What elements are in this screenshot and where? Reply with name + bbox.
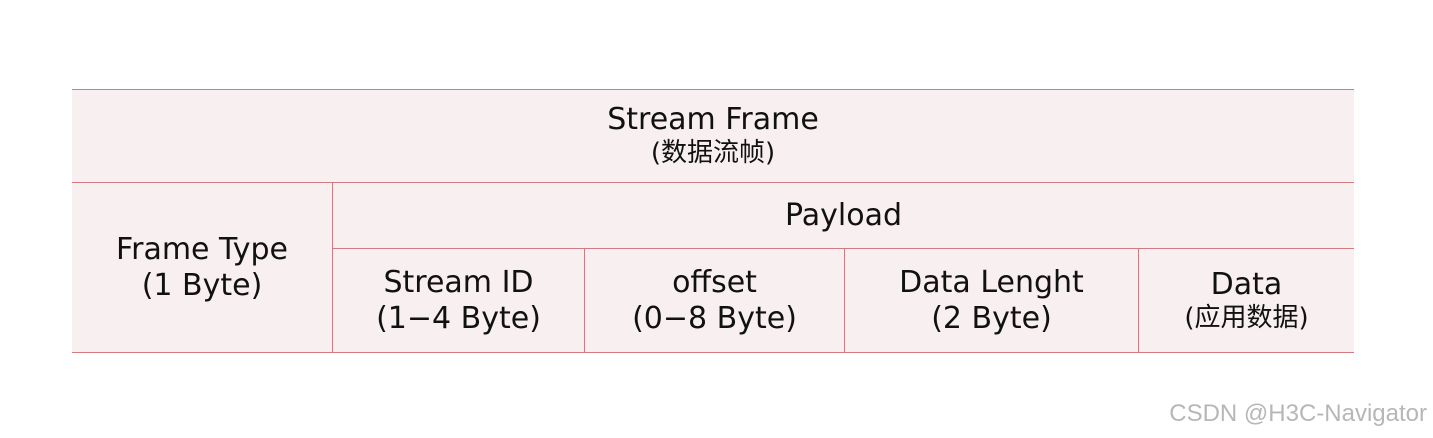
- data-size: (应用数据): [1184, 302, 1309, 333]
- frame-type-cell: Frame Type (1 Byte): [72, 183, 332, 352]
- data-length-size: (2 Byte): [931, 300, 1052, 336]
- data-cell: Data (应用数据): [1139, 249, 1354, 352]
- stream-frame-subtitle: (数据流帧): [650, 138, 776, 169]
- data-length-label: Data Lenght: [899, 264, 1084, 300]
- payload-divider: [332, 248, 1354, 249]
- payload-cell: Payload: [333, 183, 1354, 248]
- bottom-border: [72, 352, 1354, 353]
- stream-id-divider: [584, 248, 585, 353]
- data-length-divider: [1138, 248, 1139, 353]
- frame-type-divider: [332, 182, 333, 353]
- top-border: [72, 89, 1354, 90]
- stream-id-size: (1−4 Byte): [376, 300, 541, 336]
- stream-frame-title: Stream Frame: [607, 102, 819, 138]
- stream-id-label: Stream ID: [383, 264, 534, 300]
- offset-divider: [844, 248, 845, 353]
- offset-size: (0−8 Byte): [632, 300, 797, 336]
- frame-type-size: (1 Byte): [141, 267, 263, 303]
- payload-label: Payload: [785, 197, 902, 233]
- header-divider: [72, 182, 1354, 183]
- frame-type-label: Frame Type: [116, 231, 288, 267]
- data-length-cell: Data Lenght (2 Byte): [845, 249, 1138, 352]
- offset-label: offset: [672, 264, 757, 300]
- stream-frame-header: Stream Frame (数据流帧): [72, 90, 1354, 182]
- stream-id-cell: Stream ID (1−4 Byte): [333, 249, 584, 352]
- stream-frame-table: Stream Frame (数据流帧) Frame Type (1 Byte) …: [72, 89, 1354, 353]
- data-label: Data: [1210, 266, 1283, 302]
- offset-cell: offset (0−8 Byte): [585, 249, 844, 352]
- csdn-watermark: CSDN @H3C-Navigator: [1169, 400, 1427, 427]
